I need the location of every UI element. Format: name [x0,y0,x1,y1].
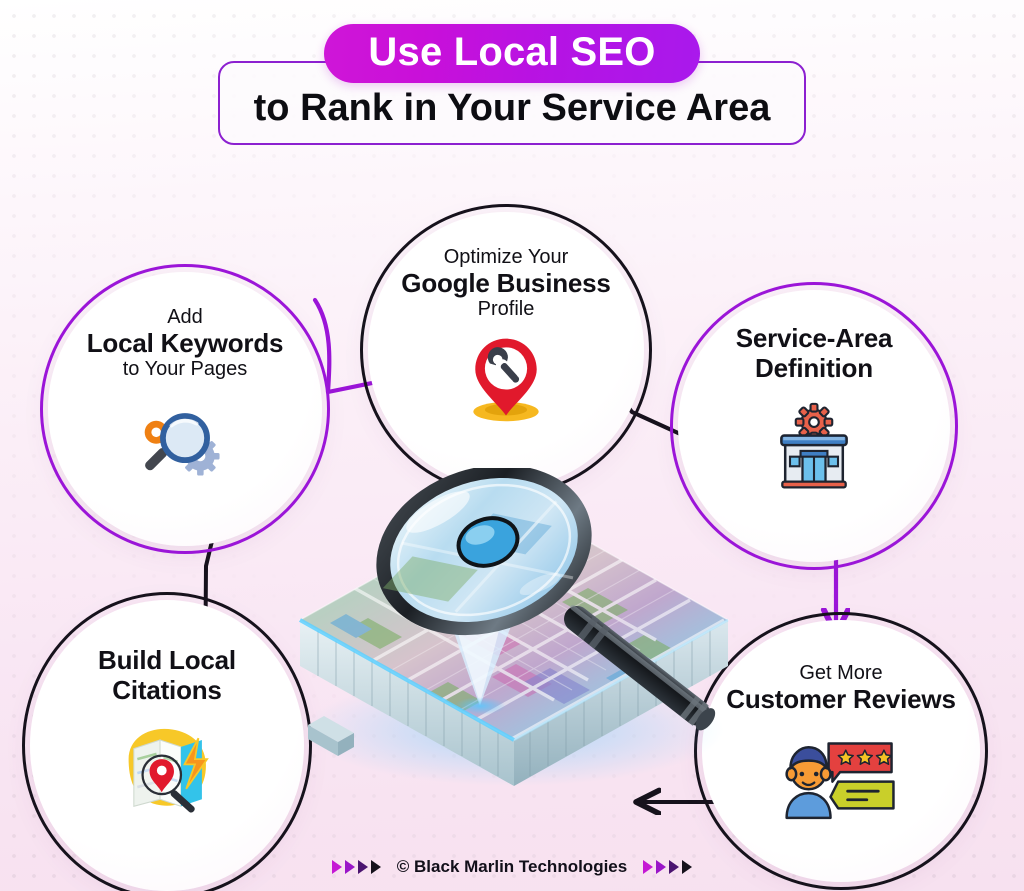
node-service-area-definition[interactable]: Service-Area Definition [670,282,958,570]
node-label-group: Add Local Keywords to Your Pages [73,306,298,381]
triangle-icon [669,860,680,874]
node-label-group: Optimize Your Google Business Profile [387,246,624,321]
node-line-2: Build Local [98,645,236,675]
node-get-more-customer-reviews[interactable]: Get More Customer Reviews [694,612,988,890]
node-label-group: Service-Area Definition [722,323,907,383]
customer-review-stars-icon [785,742,895,820]
triangle-icon [357,860,368,874]
storefront-gear-icon [780,403,848,489]
node-line-3: Profile [477,298,535,321]
map-pin-magnifier-bolt-icon [128,729,209,813]
footer-credit: © Black Marlin Technologies [396,857,628,876]
key-magnifier-gear-icon [144,413,220,476]
triangle-icon [656,860,667,874]
footer-arrows-left [331,860,381,874]
node-line-3: Definition [755,352,873,383]
isometric-city-map-with-magnifier-pin [298,468,730,786]
node-label-group: Build Local Citations [84,645,250,705]
node-line-1: Get More [799,662,883,684]
triangle-icon [331,860,342,874]
triangle-icon [344,860,355,874]
title-badge: Use Local SEO [324,24,700,83]
node-line-1: Add [167,306,203,328]
node-line-3: to Your Pages [122,358,248,381]
node-label-group: Get More Customer Reviews [712,662,969,714]
triangle-icon [643,860,654,874]
footer: © Black Marlin Technologies [0,857,1024,877]
triangle-icon [370,860,381,874]
triangle-icon [682,860,693,874]
map-pin-wrench-icon [473,338,539,422]
footer-arrows-right [643,860,693,874]
node-line-2: Google Business [401,267,611,298]
node-add-local-keywords[interactable]: Add Local Keywords to Your Pages [40,264,330,554]
node-line-2: Local Keywords [86,327,284,358]
node-build-local-citations[interactable]: Build Local Citations [22,592,312,891]
header: Use Local SEO to Rank in Your Service Ar… [0,24,1024,145]
node-line-3: Citations [112,674,222,705]
node-optimize-google-business-profile[interactable]: Optimize Your Google Business Profile [360,204,652,496]
node-line-2: Customer Reviews [726,683,956,714]
node-line-1: Optimize Your [443,246,569,268]
node-line-2: Service-Area [735,323,893,353]
